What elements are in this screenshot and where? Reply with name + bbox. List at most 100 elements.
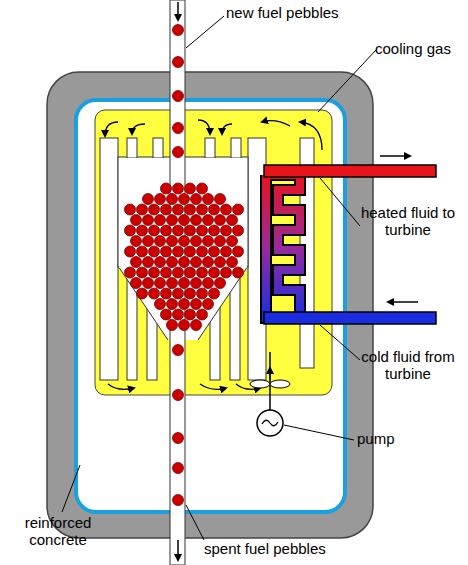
fuel-pebble	[173, 433, 184, 444]
fuel-pebble	[161, 267, 172, 278]
fuel-pebble	[143, 194, 154, 205]
part-label: reinforced concrete	[8, 514, 108, 548]
fuel-pebble	[203, 215, 214, 226]
fuel-pebble	[173, 147, 184, 158]
fuel-pebble	[197, 309, 208, 320]
fuel-pebble	[185, 204, 196, 215]
fuel-pebble	[167, 278, 178, 289]
fuel-pebble	[179, 299, 190, 310]
fuel-pebble	[131, 236, 142, 247]
fuel-pebble	[191, 257, 202, 268]
fuel-pebble	[215, 194, 226, 205]
fuel-pebble	[191, 320, 202, 331]
fuel-pebble	[173, 57, 184, 68]
fuel-pebble	[167, 236, 178, 247]
fuel-pebble	[221, 225, 232, 236]
fuel-pebble	[167, 257, 178, 268]
fuel-pebble	[197, 246, 208, 257]
fuel-pebble	[191, 299, 202, 310]
fuel-pebble	[185, 246, 196, 257]
fuel-pebble	[197, 225, 208, 236]
fuel-pebble	[137, 246, 148, 257]
fuel-pebble	[155, 215, 166, 226]
fuel-pebble	[233, 267, 244, 278]
fuel-pebble	[197, 288, 208, 299]
fuel-pebble	[173, 204, 184, 215]
fuel-pebble	[173, 267, 184, 278]
fuel-pebble	[173, 495, 184, 506]
fuel-pebble	[137, 225, 148, 236]
fuel-pebble	[179, 194, 190, 205]
fuel-pebble	[227, 236, 238, 247]
fuel-pebble	[161, 204, 172, 215]
fuel-pebble	[131, 215, 142, 226]
fuel-pebble	[161, 246, 172, 257]
cold-pipe	[264, 312, 436, 324]
fuel-pebble	[137, 267, 148, 278]
fuel-pebble	[173, 25, 184, 36]
fuel-pebble	[155, 299, 166, 310]
fuel-pebble	[173, 288, 184, 299]
hot-pipe	[264, 165, 436, 177]
fuel-pebble	[209, 288, 220, 299]
fuel-pebble	[155, 257, 166, 268]
fuel-pebble	[143, 215, 154, 226]
fuel-pebble	[173, 246, 184, 257]
fuel-pebble	[197, 183, 208, 194]
fuel-pebble	[203, 278, 214, 289]
concrete-shell	[47, 72, 373, 538]
part-label: new fuel pebbles	[226, 4, 366, 21]
fuel-pebble	[215, 236, 226, 247]
fuel-pebble	[173, 183, 184, 194]
part-label: cold fluid from turbine	[352, 348, 464, 382]
fuel-pebble	[161, 183, 172, 194]
fuel-pebble	[173, 345, 184, 356]
fuel-pebble	[161, 309, 172, 320]
fuel-pebble	[233, 204, 244, 215]
fuel-pebble	[203, 257, 214, 268]
fuel-pebble	[143, 257, 154, 268]
fuel-pebble	[197, 267, 208, 278]
fuel-pebble	[173, 463, 184, 474]
fuel-pebble	[185, 225, 196, 236]
fuel-pebble	[137, 288, 148, 299]
fuel-pebble	[173, 309, 184, 320]
part-label: spent fuel pebbles	[204, 540, 354, 557]
fuel-pebble	[185, 309, 196, 320]
fuel-pebble	[179, 236, 190, 247]
fuel-pebble	[149, 246, 160, 257]
fuel-pebble	[215, 278, 226, 289]
fuel-pebble	[125, 267, 136, 278]
fuel-pebble	[191, 278, 202, 289]
fuel-pebble	[233, 225, 244, 236]
fuel-pebble	[179, 215, 190, 226]
part-label: heated fluid to turbine	[352, 204, 464, 238]
fuel-pebble	[185, 267, 196, 278]
fuel-pebble	[155, 278, 166, 289]
fuel-pebble	[203, 194, 214, 205]
fuel-pebble	[125, 204, 136, 215]
pump-motor	[257, 410, 283, 436]
fuel-pebble	[173, 123, 184, 134]
part-label: pump	[357, 430, 417, 447]
fuel-pebble	[221, 246, 232, 257]
fuel-pebble	[167, 215, 178, 226]
fuel-pebble	[155, 194, 166, 205]
fuel-pebble	[173, 390, 184, 401]
fuel-pebble	[215, 215, 226, 226]
fuel-pebble	[179, 278, 190, 289]
fuel-pebble	[149, 204, 160, 215]
pressure-vessel	[76, 100, 345, 512]
fuel-pebble	[167, 320, 178, 331]
fuel-pebble	[149, 267, 160, 278]
fuel-pebble	[227, 215, 238, 226]
fuel-pebble	[191, 194, 202, 205]
fuel-pebble	[191, 215, 202, 226]
fuel-pebble	[197, 204, 208, 215]
fuel-pebble	[149, 288, 160, 299]
fuel-pebble	[203, 236, 214, 247]
fuel-pebble	[137, 204, 148, 215]
fuel-pebble	[167, 299, 178, 310]
fuel-pebble	[131, 257, 142, 268]
